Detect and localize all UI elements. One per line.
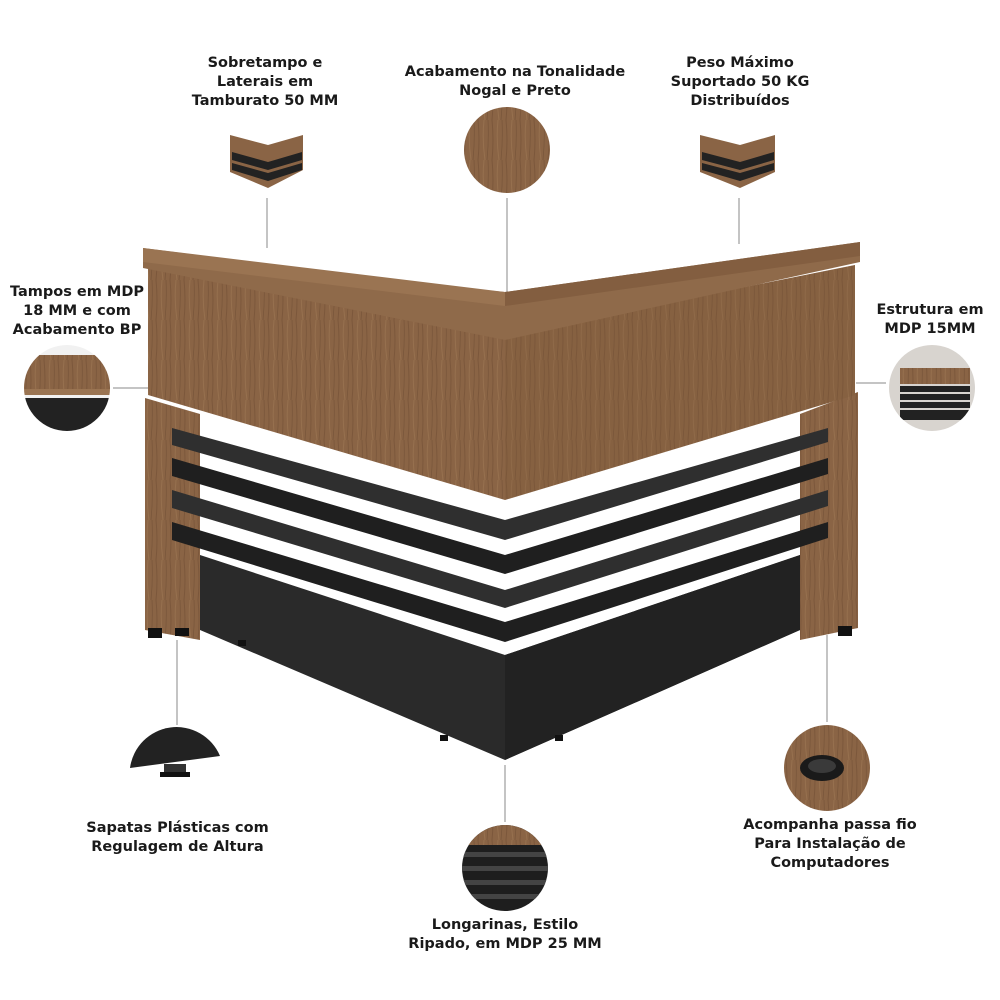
wood-swatch-icon — [464, 107, 550, 193]
callout-sobretampo: Sobretampo e Laterais em Tamburato 50 MM — [191, 55, 339, 109]
longarinas-detail-icon — [462, 825, 548, 911]
tamburato-desk-icon — [230, 135, 303, 188]
reception-desk — [143, 242, 860, 760]
callout-peso-maximo: Peso Máximo Suportado 50 KG Distribuídos — [670, 55, 810, 109]
sapata-foot-icon — [130, 727, 220, 777]
passa-fio-detail-icon — [784, 725, 870, 811]
callout-acabamento: Acabamento na Tonalidade Nogal e Preto — [404, 64, 626, 99]
leader-lines — [113, 198, 886, 822]
estrutura-detail-icon — [889, 345, 975, 431]
callout-sapatas: Sapatas Plásticas com Regulagem de Altur… — [86, 820, 269, 855]
callout-tampos: Tampos em MDP 18 MM e com Acabamento BP — [9, 284, 145, 338]
callout-longarinas: Longarinas, Estilo Ripado, em MDP 25 MM — [408, 917, 602, 952]
peso-desk-icon — [700, 135, 775, 188]
callout-estrutura: Estrutura em MDP 15MM — [876, 302, 984, 337]
callout-passa-fio: Acompanha passa fio Para Instalação de C… — [743, 817, 917, 871]
tampo-detail-icon — [24, 345, 110, 431]
